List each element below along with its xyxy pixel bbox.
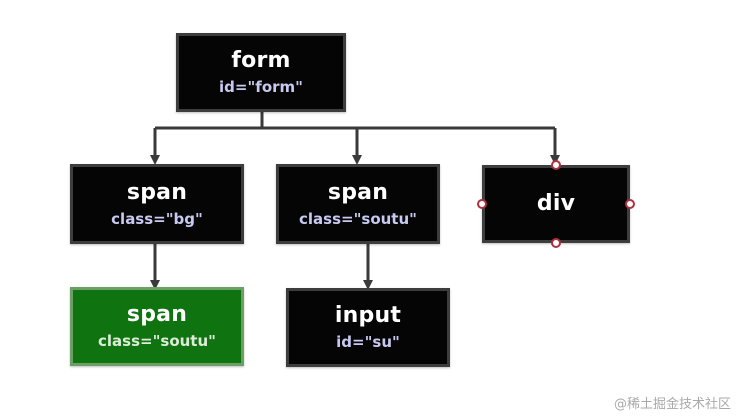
node-span-bg[interactable]: span class="bg" (70, 164, 244, 244)
node-span-soutu-attr: class="soutu" (299, 209, 417, 228)
node-div-tag: div (536, 191, 576, 216)
node-span-soutu-highlighted[interactable]: span class="soutu" (70, 287, 244, 366)
node-span-soutu-highlighted-attr: class="soutu" (98, 332, 216, 350)
node-input-su-attr: id="su" (336, 333, 400, 351)
node-form[interactable]: form id="form" (176, 33, 346, 112)
node-span-soutu-tag: span (327, 179, 389, 205)
node-div[interactable]: div (482, 165, 630, 243)
node-input-su[interactable]: input id="su" (286, 288, 450, 367)
selection-handle-top[interactable] (551, 160, 561, 170)
node-form-tag: form (231, 48, 291, 73)
selection-handle-left[interactable] (477, 199, 487, 209)
selection-handle-right[interactable] (625, 199, 635, 209)
node-span-soutu[interactable]: span class="soutu" (276, 164, 440, 244)
node-span-soutu-highlighted-tag: span (126, 302, 188, 327)
watermark-text: @稀土掘金技术社区 (613, 397, 731, 412)
node-span-bg-attr: class="bg" (111, 209, 203, 228)
node-form-attr: id="form" (219, 78, 303, 96)
node-input-su-tag: input (334, 303, 402, 328)
selection-handle-bottom[interactable] (551, 238, 561, 248)
node-span-bg-tag: span (126, 179, 188, 205)
